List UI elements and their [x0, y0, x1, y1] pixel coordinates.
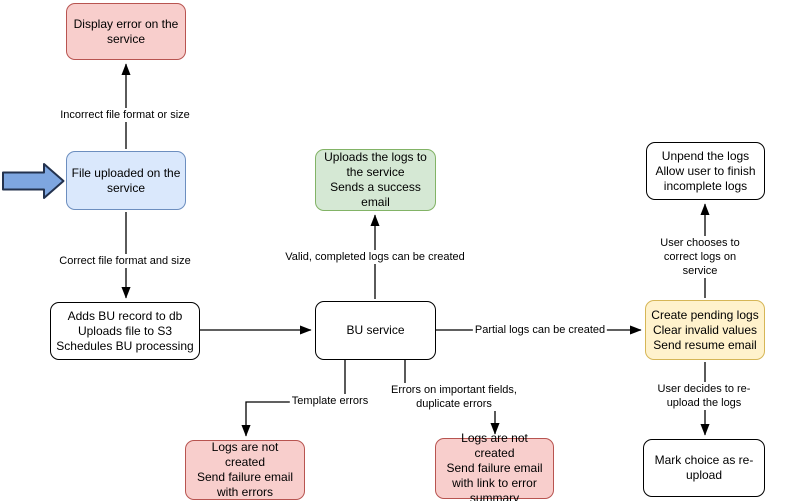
edge-label-user-correct: User chooses to correct logs on service	[649, 236, 751, 278]
edge-label-template-errors: Template errors	[289, 394, 371, 408]
node-mark-reupload: Mark choice as re- upload	[643, 439, 765, 497]
node-adds-bu-record: Adds BU record to db Uploads file to S3 …	[50, 302, 200, 360]
node-file-uploaded: File uploaded on the service	[66, 151, 186, 210]
edge-label-field-errors: Errors on important fields, duplicate er…	[389, 383, 519, 411]
edge-label-user-reupload: User decides to re-upload the logs	[655, 382, 753, 410]
node-display-error: Display error on the service	[66, 3, 186, 60]
node-fail-fields: Logs are not created Send failure email …	[435, 431, 554, 501]
node-bu-service: BU service	[315, 301, 436, 360]
edge-label-incorrect-format: Incorrect file format or size	[58, 108, 192, 122]
node-fail-template: Logs are not created Send failure email …	[185, 440, 305, 500]
edge-label-partial-logs: Partial logs can be created	[472, 323, 608, 337]
edge-label-correct-format: Correct file format and size	[57, 254, 193, 268]
node-create-pending: Create pending logs Clear invalid values…	[645, 300, 765, 360]
entry-arrow-icon	[2, 163, 65, 199]
node-unpend-logs: Unpend the logs Allow user to finish inc…	[646, 142, 765, 200]
node-success-upload: Uploads the logs to the service Sends a …	[315, 149, 436, 211]
edge-label-valid-logs: Valid, completed logs can be created	[283, 250, 467, 264]
